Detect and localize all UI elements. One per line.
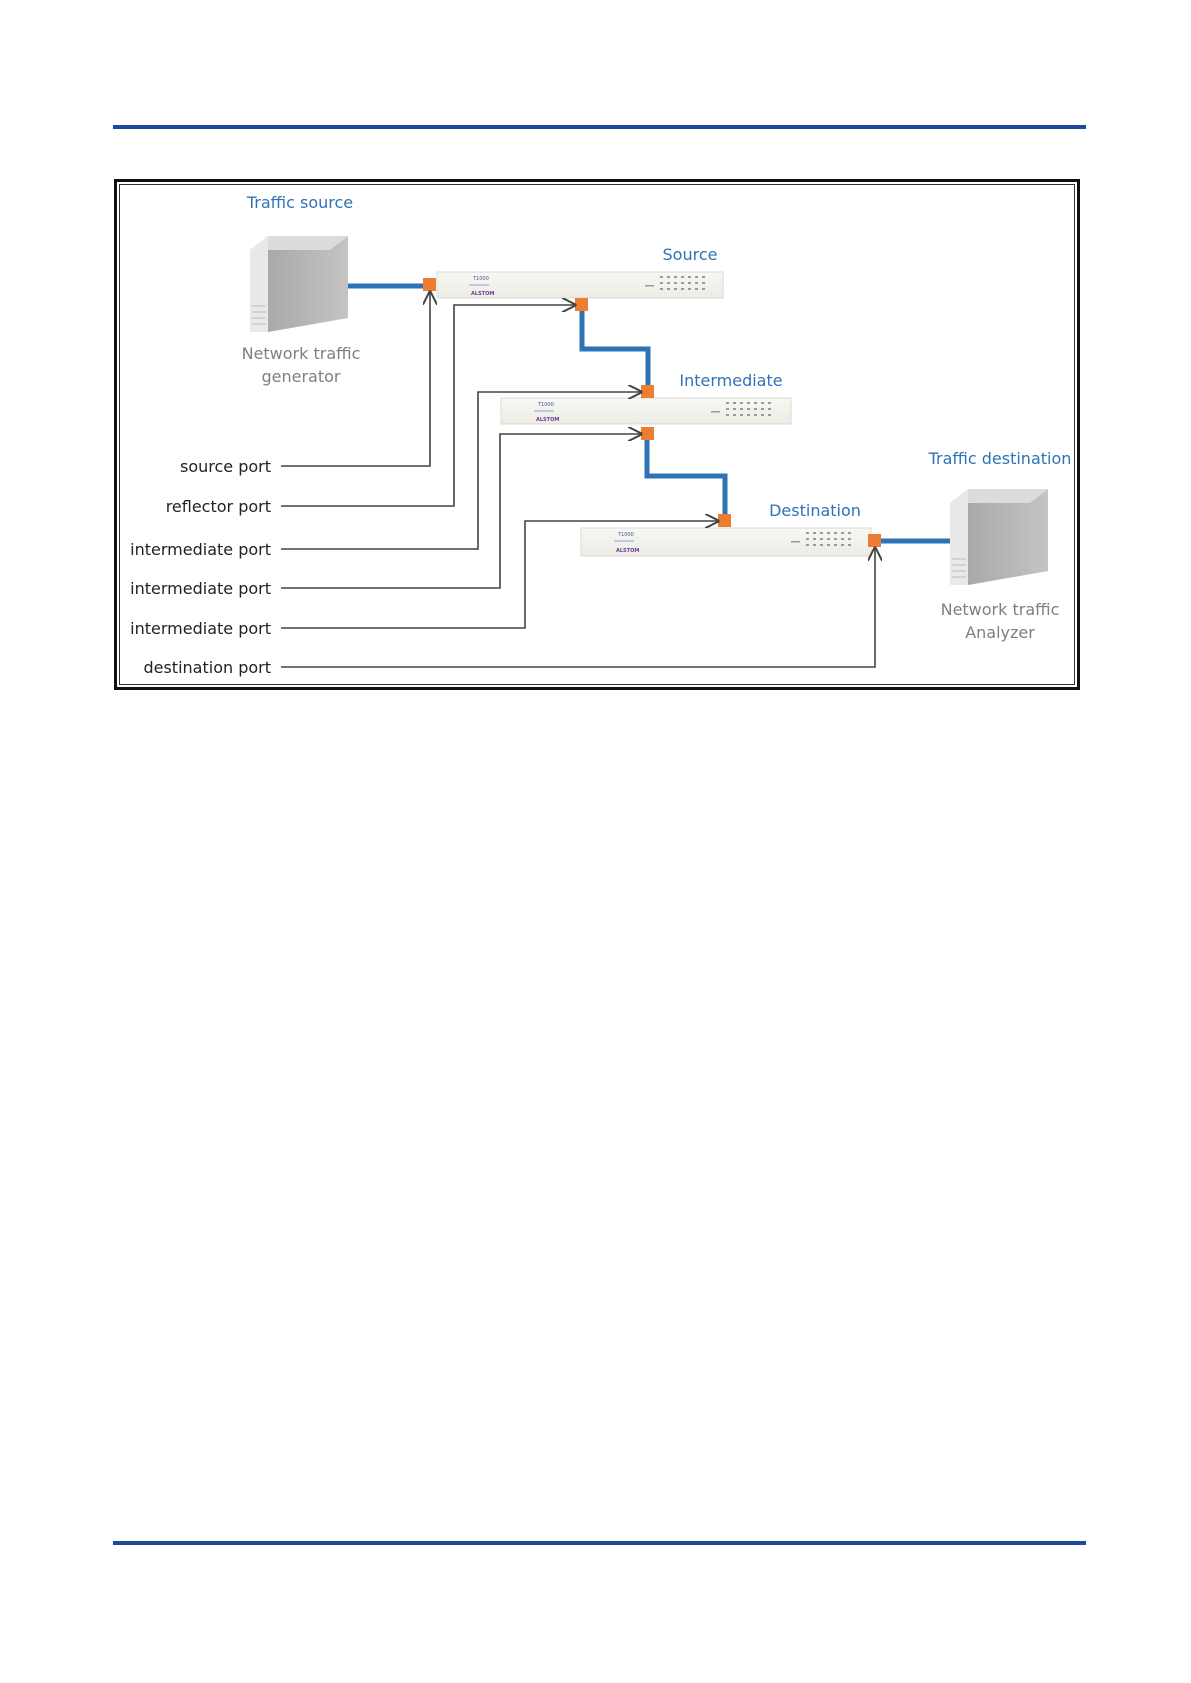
analyzer-label-line2: Analyzer xyxy=(965,623,1035,642)
port-label-source: source port xyxy=(180,457,271,476)
source-switch: T1000 ALSTOM xyxy=(437,272,723,298)
port-label-reflector: reflector port xyxy=(166,497,271,516)
leader-destination-port xyxy=(281,548,875,667)
leader-intermediate-port-2 xyxy=(281,434,641,588)
port-label-intermediate-2: intermediate port xyxy=(130,579,271,598)
port-intermediate-2 xyxy=(641,427,654,440)
svg-text:ALSTOM: ALSTOM xyxy=(536,417,559,423)
analyzer-label-line1: Network traffic xyxy=(941,600,1060,619)
svg-text:T1000: T1000 xyxy=(472,276,489,282)
traffic-destination-title: Traffic destination xyxy=(928,449,1072,468)
traffic-generator-server xyxy=(250,236,348,332)
port-reflector xyxy=(575,298,588,311)
traffic-analyzer-server xyxy=(950,489,1048,585)
link-source-intermediate xyxy=(582,304,648,390)
svg-text:T1000: T1000 xyxy=(537,402,554,408)
svg-text:ALSTOM: ALSTOM xyxy=(616,548,639,554)
port-label-destination: destination port xyxy=(143,658,271,677)
port-leader-lines xyxy=(281,292,875,667)
link-intermediate-destination xyxy=(647,434,725,518)
port-labels: source port reflector port intermediate … xyxy=(130,457,271,677)
generator-label-line2: generator xyxy=(261,367,340,386)
footer-rule xyxy=(113,1541,1086,1545)
generator-label-line1: Network traffic xyxy=(242,344,361,363)
traffic-source-title: Traffic source xyxy=(246,193,353,212)
svg-text:T1000: T1000 xyxy=(617,532,634,538)
intermediate-switch-label: Intermediate xyxy=(679,371,782,390)
svg-text:ALSTOM: ALSTOM xyxy=(471,291,494,297)
port-intermediate-1 xyxy=(641,385,654,398)
port-intermediate-3 xyxy=(718,514,731,527)
intermediate-switch: T1000 ALSTOM xyxy=(501,398,791,424)
port-source xyxy=(423,278,436,291)
port-destination xyxy=(868,534,881,547)
destination-switch: T1000 ALSTOM xyxy=(581,528,871,556)
port-label-intermediate-3: intermediate port xyxy=(130,619,271,638)
destination-switch-label: Destination xyxy=(769,501,861,520)
port-label-intermediate-1: intermediate port xyxy=(130,540,271,559)
source-switch-label: Source xyxy=(663,245,718,264)
